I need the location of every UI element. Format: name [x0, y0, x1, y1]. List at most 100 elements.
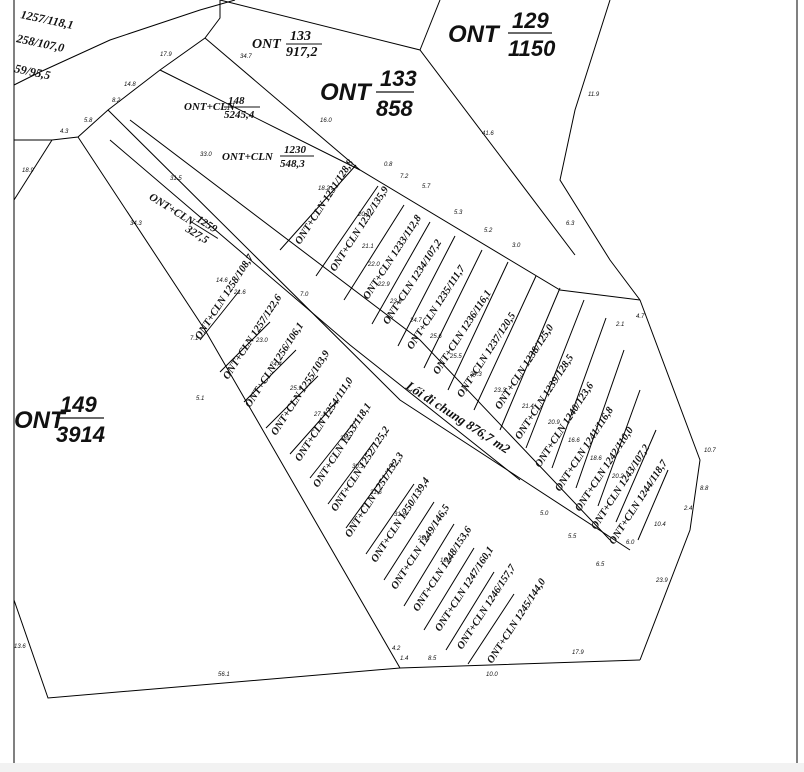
svg-text:5245,4: 5245,4	[224, 109, 255, 121]
boundary-south-east	[639, 299, 701, 661]
dimension-label: 7.2	[400, 174, 409, 180]
dimension-label: 10.7	[704, 448, 716, 454]
boundary-top-left	[13, 0, 236, 86]
dimension-label: 7.0	[300, 292, 309, 298]
label-cln-1259: ONT+CLN 1259 327,5	[147, 191, 220, 247]
dimension-label: 14.6	[216, 278, 228, 284]
road-edge-south	[109, 139, 521, 481]
dimension-label: 23.8	[389, 299, 402, 305]
svg-text:ONT: ONT	[320, 79, 373, 106]
lot-divider	[551, 317, 607, 469]
svg-text:3914: 3914	[56, 422, 105, 447]
dimension-label: 24.4	[269, 362, 282, 368]
zone-ont-149: ONT 149 3914	[14, 392, 105, 447]
dimension-label: 18.2	[318, 186, 330, 192]
lot-divider	[445, 571, 495, 651]
lot-divider	[615, 429, 657, 523]
dimension-label: 34.3	[130, 221, 142, 227]
dimension-label: 25.9	[289, 386, 302, 392]
dimension-label: 31.6	[370, 490, 382, 496]
dimension-label: 2.1	[615, 322, 624, 328]
dimension-label: 21.6	[233, 290, 246, 296]
label-ont-133-small: ONT 133 917,2	[252, 29, 322, 60]
dimension-label: 6.5	[596, 562, 605, 568]
lot-divider	[345, 461, 395, 529]
svg-text:1150: 1150	[508, 36, 556, 61]
lot-divider	[279, 164, 357, 251]
corner-label-1: 1257/118,1	[19, 7, 74, 32]
dimension-label: 23.0	[255, 338, 268, 344]
lot-spine-2	[107, 109, 631, 551]
svg-text:ONT: ONT	[14, 407, 67, 434]
lot-spine-3	[159, 69, 641, 301]
boundary-east	[559, 0, 641, 301]
dimension-label: 30.1	[352, 464, 364, 470]
dimension-label: 16.6	[568, 438, 580, 444]
dimension-label: 17.9	[572, 650, 584, 656]
dimension-label: 20.9	[547, 420, 560, 426]
lot-divider	[637, 469, 669, 541]
dimension-label: 5.3	[454, 210, 463, 216]
dimension-label: 18.6	[590, 456, 602, 462]
dimension-label: 27.3	[313, 412, 326, 418]
lot-divider	[343, 204, 405, 301]
dimension-label: 21.4	[521, 404, 534, 410]
corner-label-2: 258/107,0	[14, 31, 65, 55]
lot-divider	[327, 441, 375, 505]
svg-text:ONT+CLN: ONT+CLN	[222, 151, 274, 163]
dimension-label: 23.3	[493, 388, 506, 394]
lot-divider	[423, 547, 475, 631]
dimension-label: 34.7	[240, 54, 252, 60]
dimension-label: 20.2	[611, 474, 624, 480]
label-cln-148: ONT+CLN 148 5245,4	[184, 95, 260, 121]
boundary-ont129	[419, 0, 441, 51]
dimension-label: 5.0	[540, 511, 549, 517]
lot-divider	[199, 289, 241, 341]
lot-divider	[423, 249, 483, 369]
lot-dividers	[199, 164, 669, 665]
dimension-label: 10.0	[486, 672, 498, 678]
footer-bar	[0, 763, 804, 772]
dimension-label: 1.4	[400, 656, 409, 662]
dimension-label: 20.1	[357, 212, 370, 218]
parcel-label: ONT+CLN 1232/135,9	[328, 184, 391, 273]
dimension-label: 17.9	[160, 52, 172, 58]
boundary-left-arc	[14, 0, 221, 141]
dimension-label: 5.2	[484, 228, 493, 234]
boundary-west	[13, 599, 641, 699]
lot-divider	[597, 389, 641, 507]
svg-text:ONT+CLN: ONT+CLN	[184, 101, 236, 113]
dimension-label: 33.0	[200, 152, 212, 158]
dimension-label: 31.8	[394, 512, 406, 518]
lot-divider	[397, 235, 456, 347]
dimension-label: 6.0	[626, 540, 635, 546]
lot-divider	[467, 593, 515, 665]
dimension-label: 22.0	[367, 262, 380, 268]
svg-text:ONT: ONT	[252, 37, 282, 52]
dimension-label: 31.5	[170, 176, 182, 182]
dimension-label: 14.8	[124, 82, 136, 88]
dimension-label: 28.7	[339, 436, 352, 442]
boundary-left-lower	[13, 139, 53, 201]
boundary-north-block	[204, 37, 361, 171]
dimension-label: 18.8	[440, 558, 452, 564]
dimension-label: 2.4	[683, 506, 693, 512]
dimension-label: 25.5	[449, 354, 462, 360]
lot-divider	[289, 399, 339, 455]
lot-divider	[315, 185, 379, 277]
svg-text:1230: 1230	[284, 144, 307, 156]
dimension-label: 8.8	[700, 486, 709, 492]
lot-divider	[365, 483, 415, 555]
dimension-label: 4.7	[636, 314, 645, 320]
dimension-label: 56.1	[218, 672, 230, 678]
dimension-label: 5.7	[422, 184, 431, 190]
svg-text:ONT: ONT	[448, 21, 501, 48]
lot-divider	[371, 221, 431, 325]
dimension-label: 4.3	[60, 129, 69, 135]
dimension-label: 5.8	[84, 118, 93, 124]
lot-divider	[309, 419, 357, 479]
parcel-label: ONT+CLN 1258/108,7	[193, 252, 256, 341]
dimension-label: 18.9	[22, 168, 34, 174]
